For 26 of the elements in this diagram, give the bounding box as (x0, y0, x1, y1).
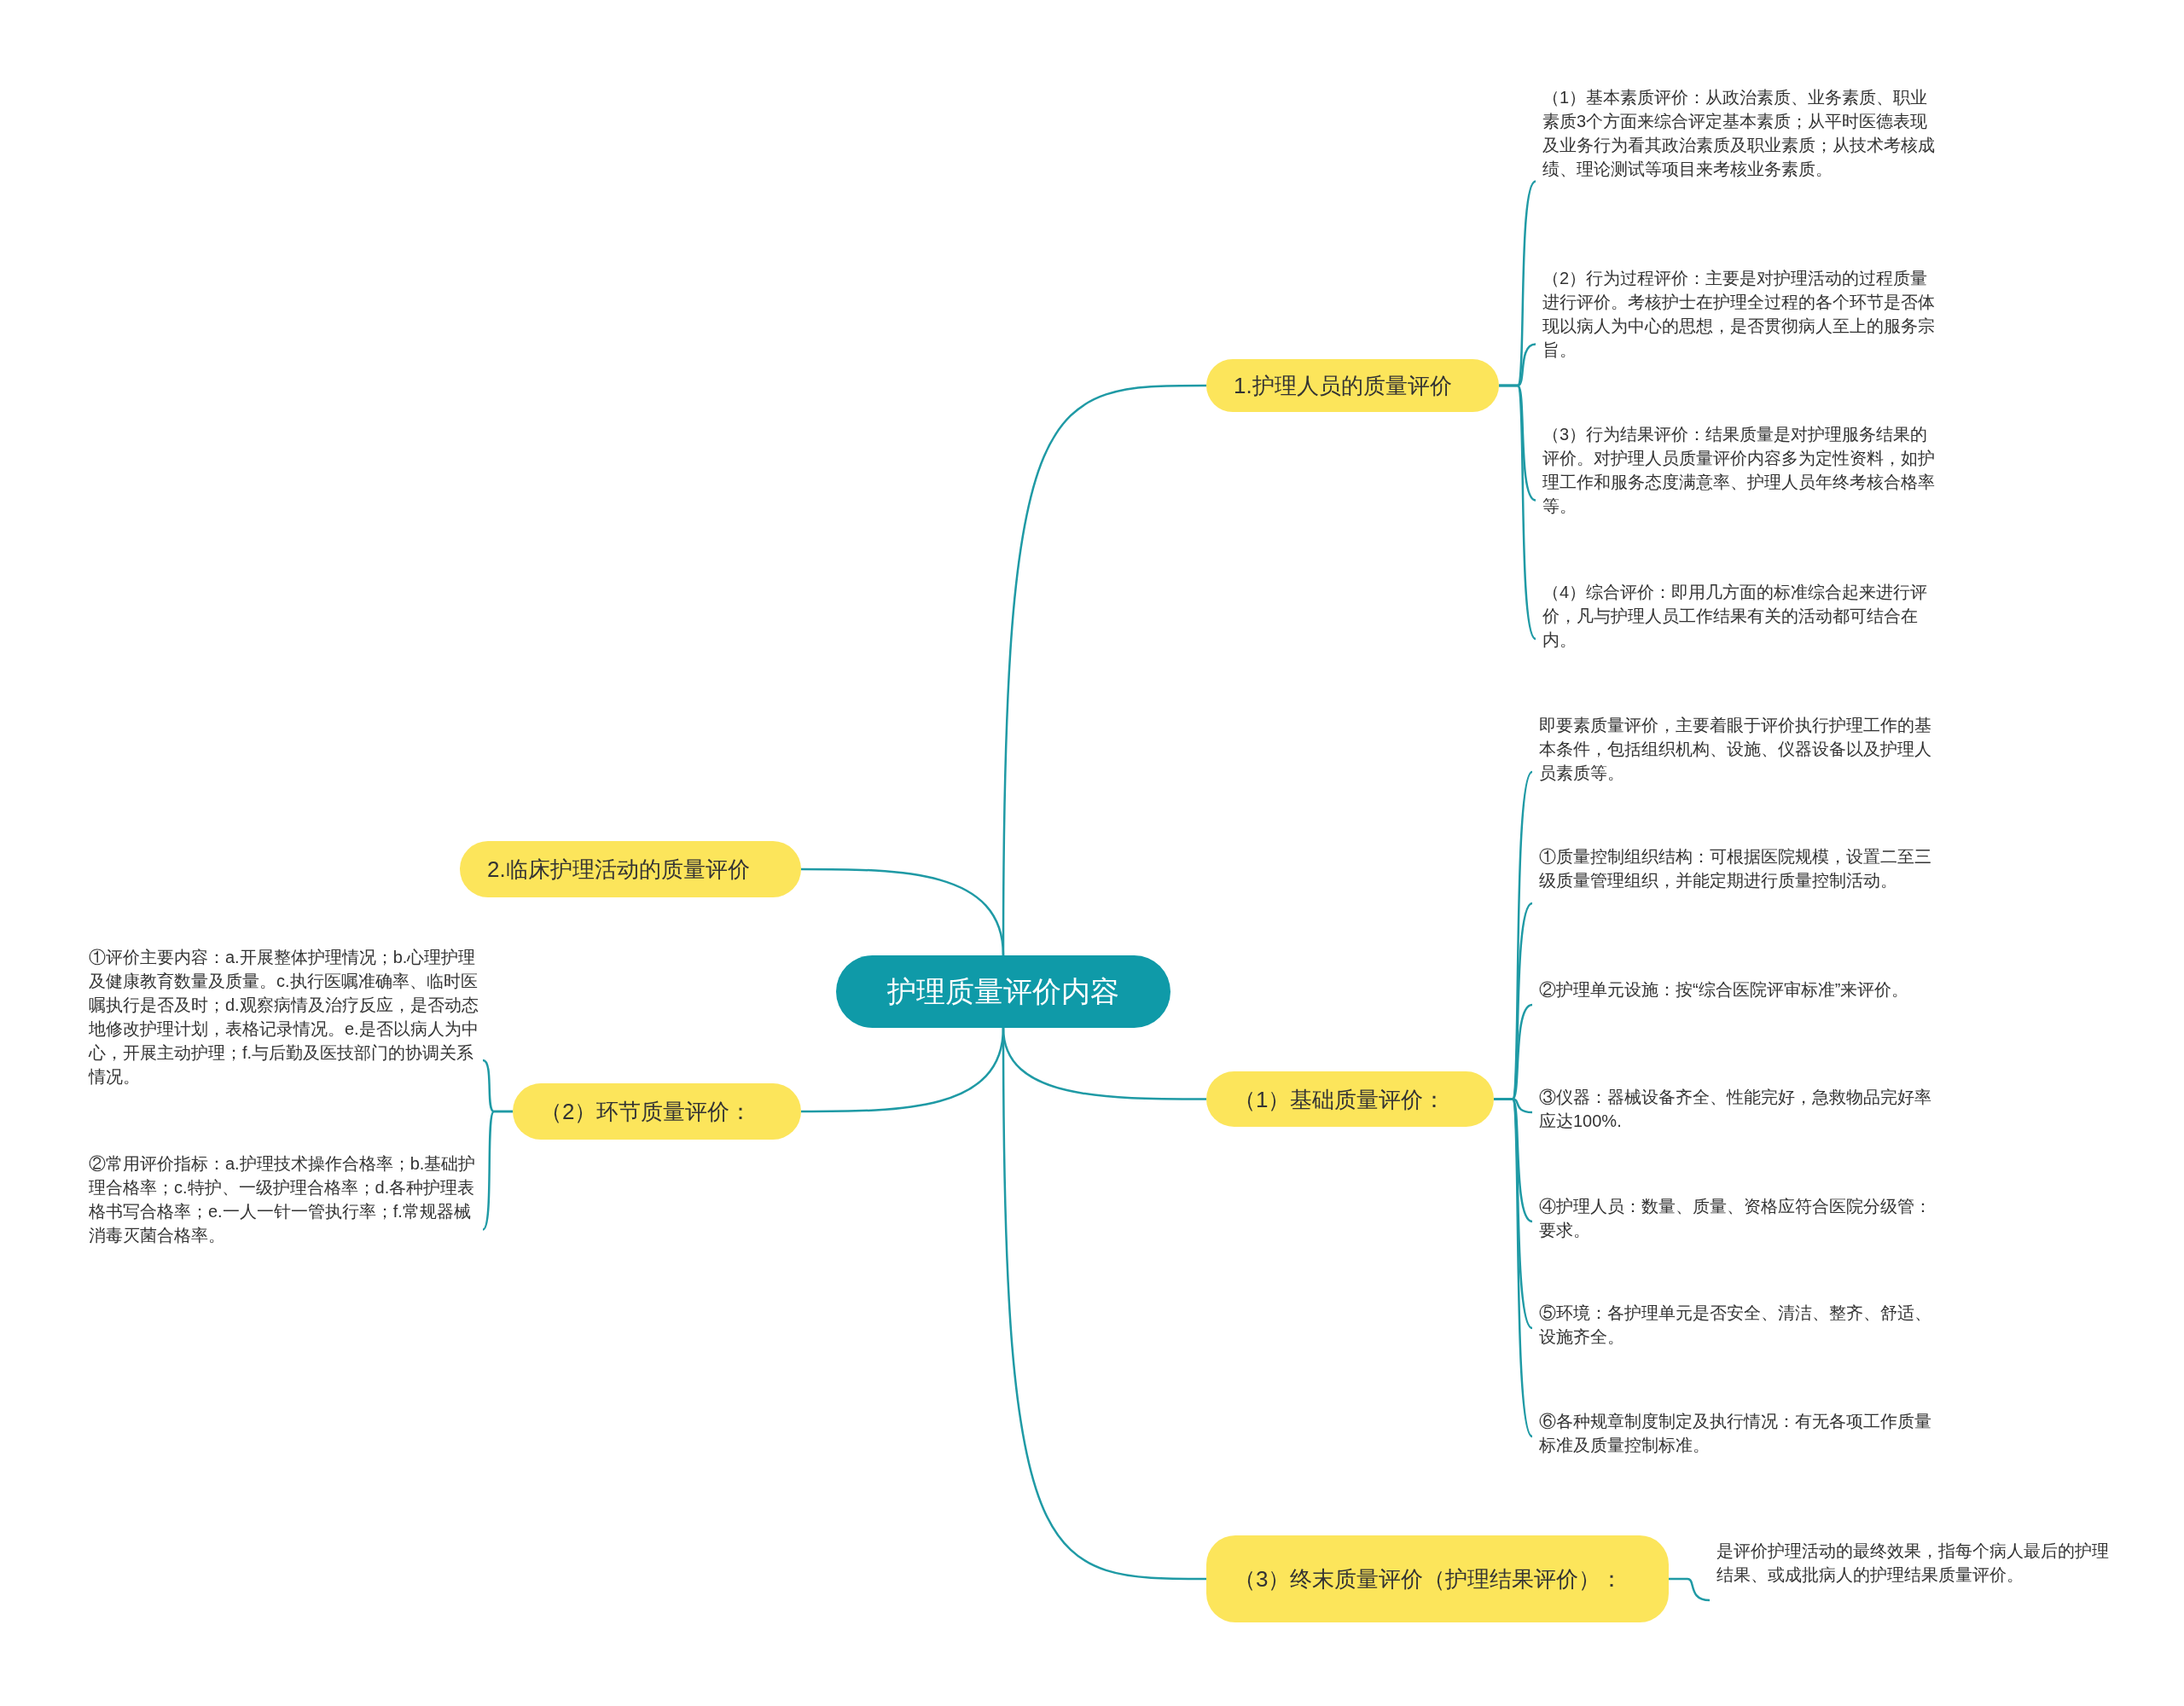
connector-line (1002, 1028, 1206, 1581)
note-text: 即要素质量评价，主要着眼于评价执行护理工作的基本条件，包括组织机构、设施、仪器设备以及护理人员素质等。 (1532, 713, 1933, 792)
note-text: ②护理单元设施：按“综合医院评审标准”来评价。 (1532, 978, 1933, 1032)
topic-pill: （3）终末质量评价（护理结果评价）： (1206, 1535, 1669, 1622)
note-text: ①质量控制组织结构：可根据医院规模，设置二至三级质量管理组织，并能定期进行质量控制活动。 (1532, 844, 1933, 923)
connector-line (1669, 1577, 1711, 1602)
note-text: 是评价护理活动的最终效果，指每个病人最后的护理结果、或成批病人的护理结果质量评价。 (1710, 1539, 2111, 1621)
topic-pill: （2）环节质量评价： (513, 1083, 801, 1140)
topic-pill: （1）基础质量评价： (1206, 1071, 1494, 1127)
note-text: ③仪器：器械设备齐全、性能完好，急救物品完好率应达100%. (1532, 1085, 1933, 1140)
connector-line (1494, 1098, 1534, 1437)
note-text: （4）综合评价：即用几方面的标准综合起来进行评价，凡与护理人员工作结果有关的活动都可结合在内。 (1536, 580, 1937, 659)
note-text: ④护理人员：数量、质量、资格应符合医院分级管：要求。 (1532, 1194, 1933, 1249)
note-text: ⑥各种规章制度制定及执行情况：有无各项工作质量标准及质量控制标准。 (1532, 1409, 1933, 1464)
connector-line (1499, 384, 1536, 640)
topic-pill: 2.临床护理活动的质量评价 (460, 841, 801, 897)
note-text: （1）基本素质评价：从政治素质、业务素质、职业素质3个方面来综合评定基本素质；从平时医德表现及业务行为看其政治素质及职业素质；从技术考核成绩、理论测试等项目来考核业务素质。 (1536, 85, 1937, 213)
connector-line (482, 1110, 513, 1231)
central-topic: 护理质量评价内容 (836, 955, 1170, 1028)
note-text: （3）行为结果评价：结果质量是对护理服务结果的评价。对护理人员质量评价内容多为定性资料，如护理工作和服务态度满意率、护理人员年终考核合格率等。 (1536, 422, 1937, 526)
note-text: ⑤环境：各护理单元是否安全、清洁、整齐、舒适、设施齐全。 (1532, 1301, 1933, 1355)
note-text: ②常用评价指标：a.护理技术操作合格率；b.基础护理合格率；c.特护、一级护理合格率；d.各种护理表格书写合格率；e.一人一针一管执行率；f.常规器械消毒灭菌合格率。 (82, 1152, 483, 1256)
note-text: ①评价主要内容：a.开展整体护理情况；b.心理护理及健康教育数量及质量。c.执行医嘱准确率、临时医嘱执行是否及时；d.观察病情及治疗反应，是否动态地修改护理计划，表格记录情况。e.是否以病人为中心，开展主动护理；f.与后勤及医技部门的协调关系情况。 (82, 945, 483, 1099)
note-text: （2）行为过程评价：主要是对护理活动的过程质量进行评价。考核护士在护理全过程的各个环节是否体现以病人为中心的思想，是否贯彻病人至上的服务宗旨。 (1536, 266, 1937, 370)
connector-line (801, 868, 1005, 956)
topic-pill: 1.护理人员的质量评价 (1206, 359, 1499, 412)
